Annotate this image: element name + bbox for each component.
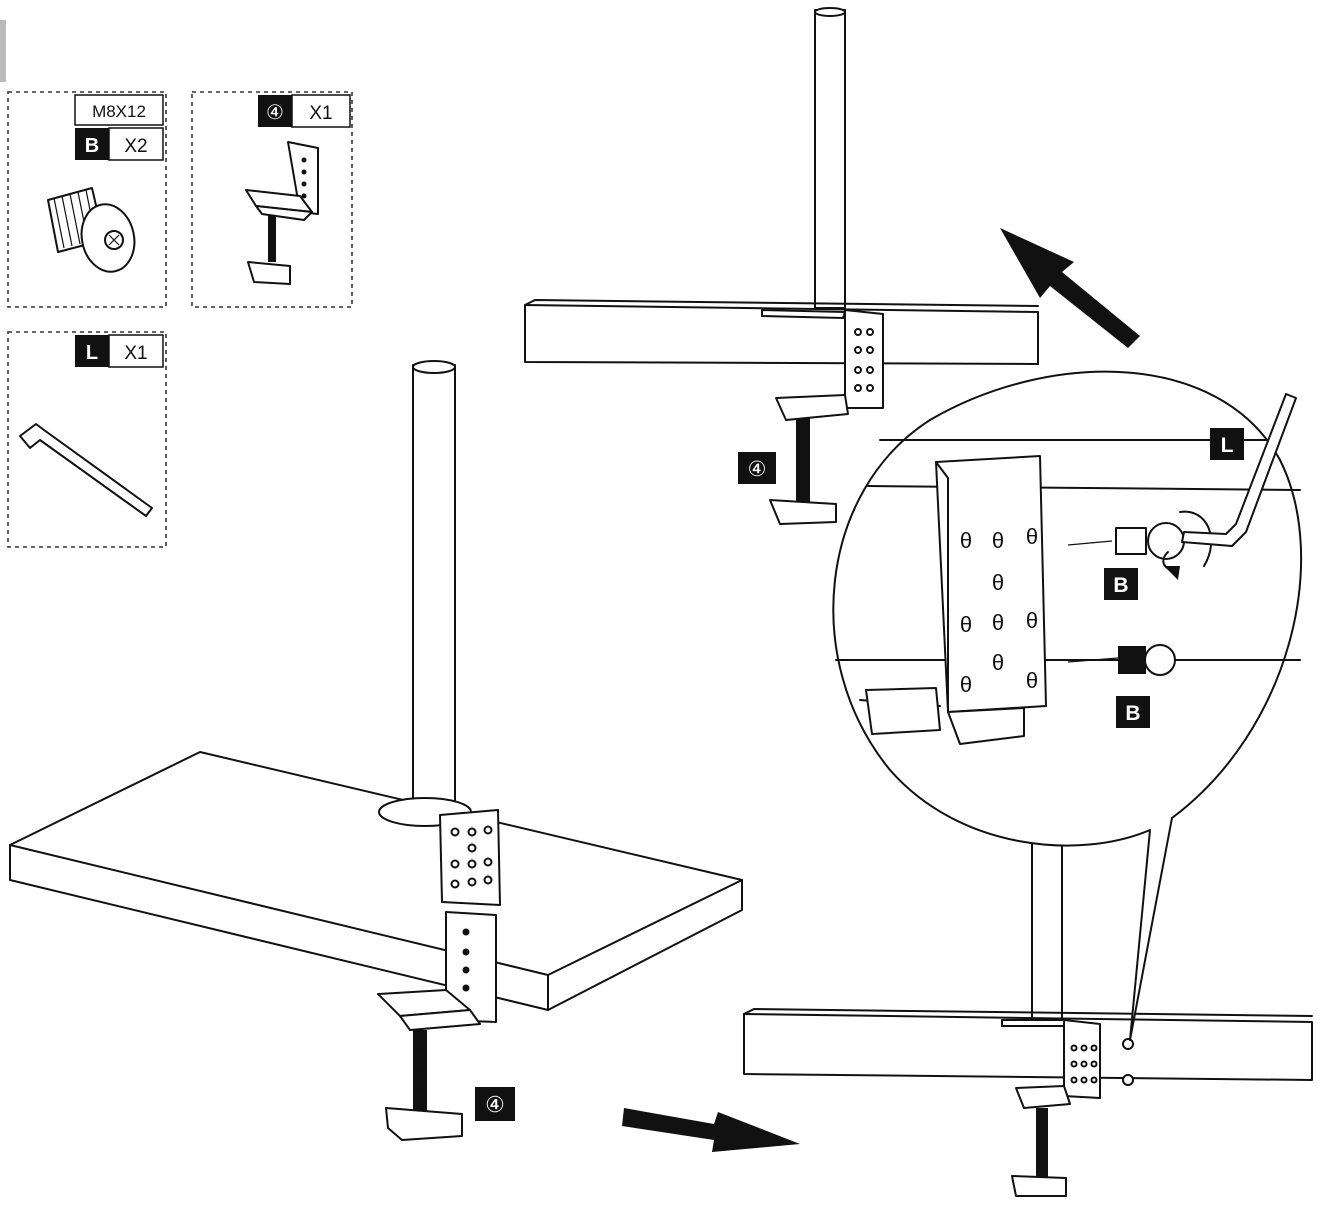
clamp-number-label: ④	[266, 102, 284, 124]
svg-text:θ: θ	[1026, 668, 1038, 693]
allen-key-icon	[19, 423, 153, 517]
key-letter-label: L	[86, 342, 98, 364]
callout-clamp-main-text: ④	[485, 1092, 505, 1117]
callout-key-text: L	[1221, 434, 1234, 457]
svg-text:θ: θ	[960, 672, 972, 697]
callout-clamp-main	[475, 1087, 515, 1121]
svg-text:θ: θ	[992, 528, 1004, 553]
svg-text:θ: θ	[992, 570, 1004, 595]
allen-key-in-use-icon	[1181, 393, 1297, 547]
page-edge-mark	[0, 20, 6, 82]
clamp-icon	[245, 141, 319, 285]
parts-panel-allen-key: L X1	[7, 331, 167, 548]
svg-text:θ: θ	[960, 612, 972, 637]
screw-size-label: M8X12	[92, 102, 146, 121]
clamp-qty-label: X1	[309, 103, 332, 124]
main-desk-assembly	[9, 360, 743, 1141]
svg-text:θ: θ	[1026, 524, 1038, 549]
callout-screw-bottom-text: B	[1125, 702, 1140, 725]
svg-text:θ: θ	[992, 650, 1004, 675]
parts-panel-screw: M8X12 B X2	[7, 91, 167, 308]
callout-key	[1210, 428, 1244, 460]
callout-screw-bottom	[1116, 696, 1150, 728]
bottom-right-desk-assembly	[743, 839, 1313, 1197]
arrow-up-left-icon	[1000, 228, 1140, 348]
key-qty-label: X1	[124, 343, 147, 364]
top-desk-assembly	[524, 7, 1039, 525]
callout-screw-top	[1104, 568, 1138, 600]
svg-text:θ: θ	[960, 528, 972, 553]
parts-panel-clamp: ④ X1	[191, 91, 353, 308]
svg-text:θ: θ	[992, 610, 1004, 635]
arrow-right-icon	[622, 1108, 800, 1152]
callout-clamp-top	[738, 452, 776, 484]
screw-letter-label: B	[85, 135, 99, 157]
svg-text:θ: θ	[1026, 608, 1038, 633]
callout-screw-top-text: B	[1113, 574, 1128, 597]
screw-qty-label: X2	[124, 136, 147, 157]
screw-icon	[47, 187, 136, 273]
callout-clamp-top-text: ④	[748, 458, 767, 481]
